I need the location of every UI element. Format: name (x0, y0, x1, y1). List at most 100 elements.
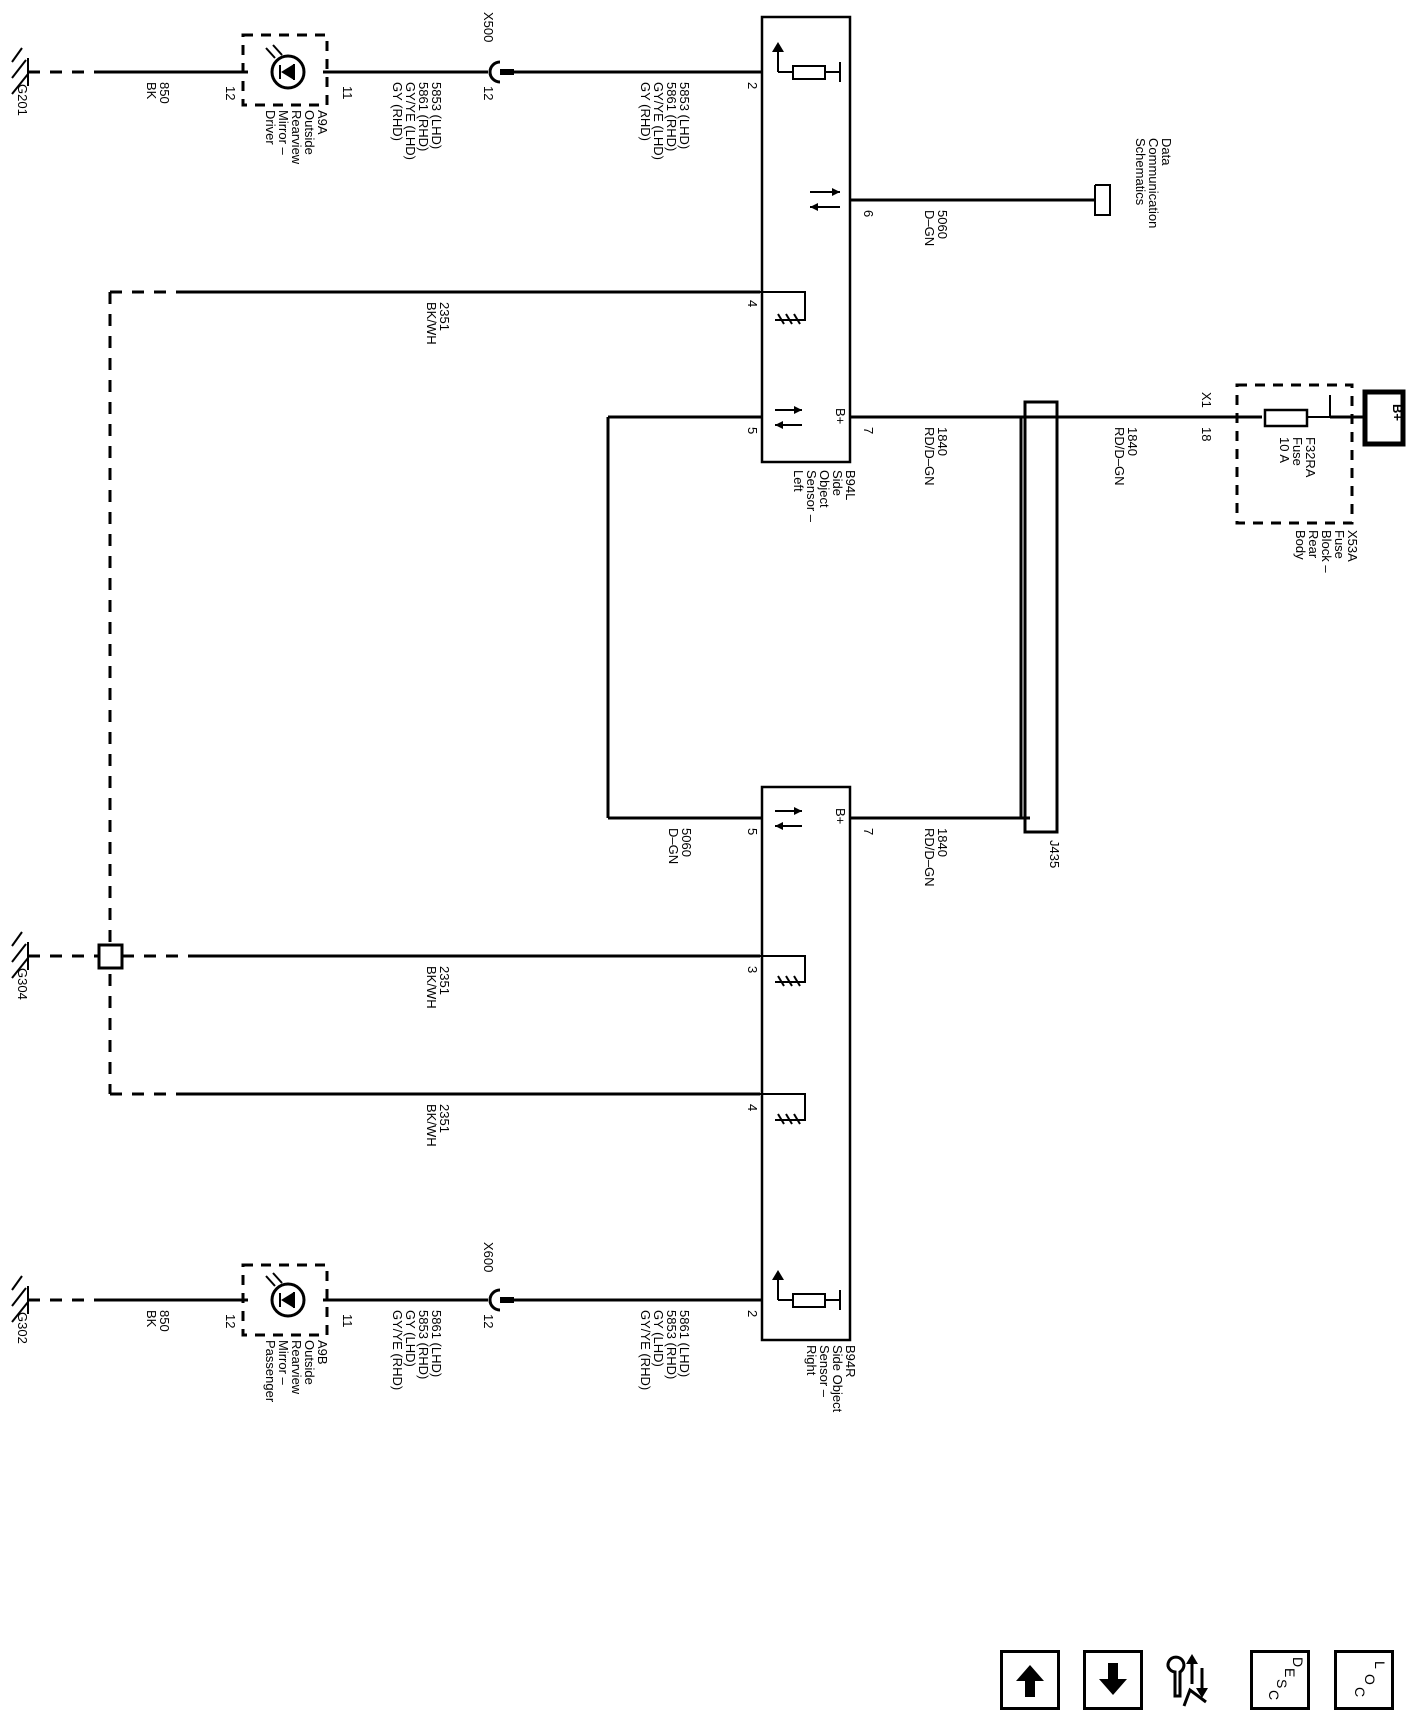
pin-label-r2-line: 2 (745, 1310, 760, 1317)
pin-label-l7-bplus: B+ (833, 408, 848, 424)
wire-label-pwr-r7-line: RD/D–GN (922, 828, 937, 887)
pin-label-l7: 7 (861, 427, 876, 434)
connector-pin-x1: 18 (1199, 427, 1214, 441)
wire-label-x500-mirror-line: 5853 (LHD) (429, 82, 444, 149)
wire-label-gnd-r4-line: BK/WH (424, 1104, 439, 1147)
down-arrow-icon (1099, 1663, 1127, 1695)
wire-label-x600-mirror-line: 5861 (LHD) (429, 1310, 444, 1377)
pin-label-l5: 5 (745, 427, 760, 434)
pin-label-r7: 7 (861, 828, 876, 835)
wire-label-x500-sensor: 5853 (LHD)5861 (RHD)GY/YE (LHD)GY (RHD) (638, 82, 692, 160)
wire-label-gnd-r3-line: BK/WH (424, 966, 439, 1009)
wire-label-pwr-l7-line: 1840 (935, 427, 950, 456)
pin-label-r7-bplus: B+ (833, 808, 848, 824)
wire-label-x500-mirror-line: GY (RHD) (390, 82, 405, 141)
component-label-x53a-line: Block – (1319, 530, 1334, 573)
ground-label-g201: G201 (15, 84, 30, 116)
component-label-data-comm-line: Data (1159, 138, 1174, 166)
connector-label-x1-line: X1 (1199, 392, 1214, 408)
wire-label-x600-sensor-line: GY/YE (RHD) (638, 1310, 653, 1390)
wires (28, 70, 1262, 1302)
component-label-b94l-line: Object (817, 470, 832, 508)
location-icon: LOC (1352, 1661, 1388, 1697)
wire-label-x600-mirror: 5861 (LHD)5853 (RHD)GY (LHD)GY/YE (RHD) (390, 1310, 444, 1390)
component-label-b94l-line: B94L (843, 470, 858, 500)
pin-label-a9b-11-line: 11 (340, 1314, 355, 1328)
connector-pin-x600: 12 (481, 1314, 496, 1328)
wire-label-x500-sensor-line: 5853 (LHD) (677, 82, 692, 149)
connector-label-x500: X500 (481, 12, 496, 42)
wire-label-pwr-fuse-line: 1840 (1125, 427, 1140, 456)
wire-label-gnd-l4-line: BK/WH (424, 302, 439, 345)
wire-label-x600-sensor-line: 5853 (RHD) (664, 1310, 679, 1379)
pin-label-a9b-12-line: 12 (223, 1314, 238, 1328)
component-label-f32ra-line: Fuse (1290, 437, 1305, 466)
component-label-x53a-line: X53A (1345, 530, 1360, 562)
desc-text-letter: E (1282, 1668, 1298, 1677)
component-label-b94l-line: Sensor – (804, 470, 819, 523)
pin-label-a9b-12: 12 (223, 1314, 238, 1328)
component-label-a9b-line: Rearview (289, 1340, 304, 1395)
ground-label-g201-line: G201 (15, 84, 30, 116)
wire-label-x600-sensor-line: GY (LHD) (651, 1310, 666, 1367)
loc-text-letter: C (1352, 1687, 1368, 1697)
connector-pin-x1-line: 18 (1199, 427, 1214, 441)
wire-label-data-r5-line: 5060 (679, 828, 694, 857)
component-label-x53a-line: Body (1293, 530, 1308, 560)
connector-pin-x500: 12 (481, 86, 496, 100)
wire-label-x500-sensor-line: GY/YE (LHD) (651, 82, 666, 160)
connector-pinout-button[interactable] (1160, 1650, 1220, 1710)
b94l-sensor-box (760, 15, 852, 464)
connector-pinout-icon (1166, 1654, 1208, 1707)
b94l-internal-symbols (760, 42, 841, 429)
pin-label-r3: 3 (745, 966, 760, 973)
component-label-a9b-line: A9B (315, 1340, 330, 1365)
battery-bplus-box (1362, 389, 1406, 447)
wire-label-pwr-l7-line: RD/D–GN (922, 427, 937, 486)
ground-g302-icon (11, 1275, 29, 1323)
pin-label-r7-line: 7 (861, 828, 876, 835)
pin-label-l4: 4 (745, 300, 760, 307)
component-label-f32ra-line: 10 A (1277, 437, 1292, 463)
wire-label-x600-mirror-line: GY (LHD) (403, 1310, 418, 1367)
component-label-b94l-line: Side (830, 470, 845, 496)
loc-text-letter: O (1362, 1674, 1378, 1685)
component-label-x53a-line: Rear (1306, 530, 1321, 559)
ground-label-g302: G302 (15, 1312, 30, 1344)
wire-label-data-l6-line: 5060 (935, 210, 950, 239)
wire-label-gnd-r4-line: 2351 (437, 1104, 452, 1133)
x500-connector-symbol (488, 60, 514, 84)
battery-label-line: B+ (1390, 404, 1405, 421)
ground-label-g302-line: G302 (15, 1312, 30, 1344)
ground-label-g304: G304 (15, 968, 30, 1000)
down-arrow-button[interactable] (1083, 1650, 1143, 1710)
pin-label-l2-line: 2 (745, 82, 760, 89)
pin-label-l6: 6 (861, 210, 876, 217)
component-label-data-comm-line: Schematics (1133, 138, 1148, 206)
x600-connector-symbol (488, 1288, 514, 1312)
connector-label-x600: X600 (481, 1242, 496, 1272)
wire-label-x500-mirror-line: GY/YE (LHD) (403, 82, 418, 160)
pin-label-l7-bplus-line: B+ (833, 408, 848, 424)
b94r-sensor-box (760, 785, 852, 1342)
pin-label-r4: 4 (745, 1104, 760, 1111)
connector-label-x500-line: X500 (481, 12, 496, 42)
x53a-fuse-block (1235, 383, 1365, 525)
component-label-a9a-line: Rearview (289, 110, 304, 165)
up-arrow-button[interactable] (1000, 1650, 1060, 1710)
desc-text-letter: C (1266, 1690, 1282, 1700)
desc-text-letter: D (1290, 1657, 1306, 1667)
pin-label-r5: 5 (745, 828, 760, 835)
component-label-a9a-line: Outside (302, 110, 317, 155)
